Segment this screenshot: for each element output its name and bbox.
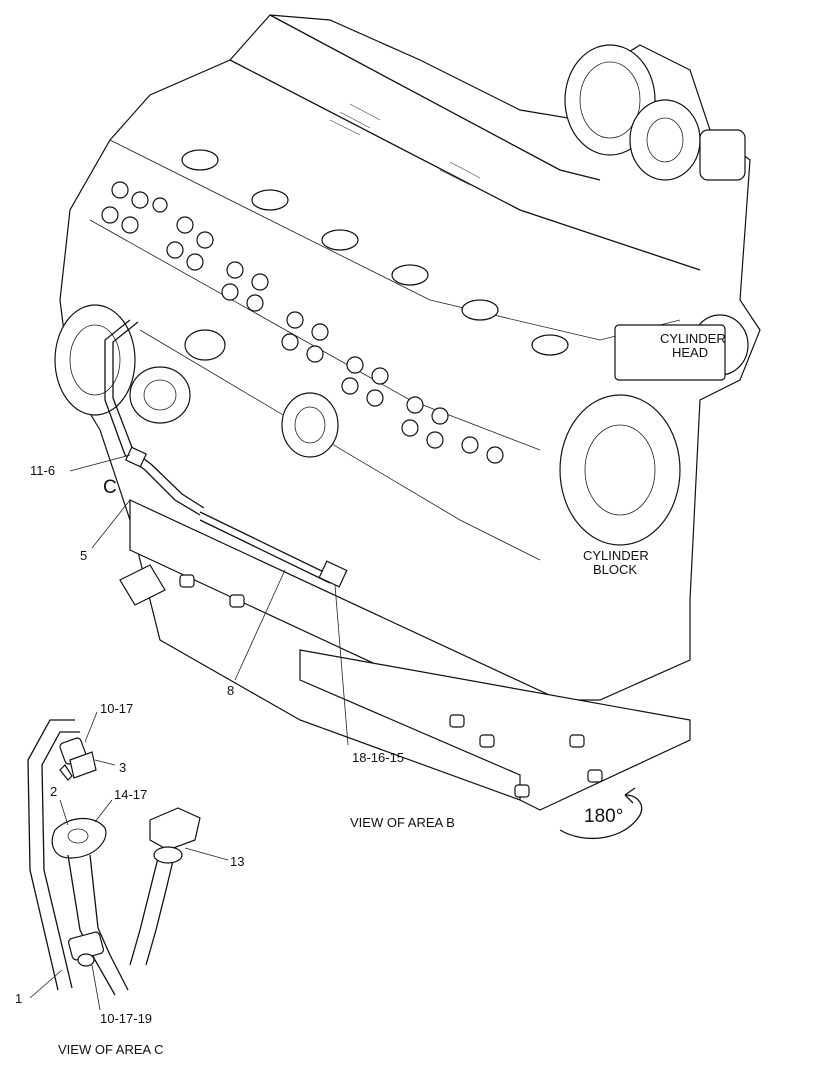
cylinder-head-label: CYLINDER [660,331,726,346]
rear-housing [559,314,749,546]
callout-2: 2 [50,784,57,799]
callout-18-16-15: 18-16-15 [352,750,404,765]
engine-assembly [54,14,761,811]
callout-13: 13 [230,854,244,869]
oil-pan-rail [119,499,691,811]
callout-10-17-19: 10-17-19 [100,1011,152,1026]
cylinder-block-label: CYLINDER [583,548,649,563]
cylinder-block-label-line2: BLOCK [593,562,637,577]
callout-14-17: 14-17 [114,787,147,802]
valve-springs [101,181,504,464]
caption-view-area-b: VIEW OF AREA B [350,815,455,830]
callout-1: 1 [15,991,22,1006]
callout-3: 3 [119,760,126,775]
area-c-marker: C [103,477,117,498]
callout-11-6: 11-6 [30,463,55,478]
fuel-line-assembly [104,319,348,588]
caption-view-area-c: VIEW OF AREA C [58,1042,163,1057]
rotation-angle: 180° [584,806,623,827]
detail-view-c [27,719,201,996]
callout-10-17-top: 10-17 [100,701,133,716]
rotation-indicator: 180° [559,787,643,840]
cylinder-head-label-line2: HEAD [672,345,708,360]
callout-5: 5 [80,548,87,563]
head-ports [181,149,569,356]
callout-8: 8 [227,683,234,698]
turbocharger [564,44,746,181]
